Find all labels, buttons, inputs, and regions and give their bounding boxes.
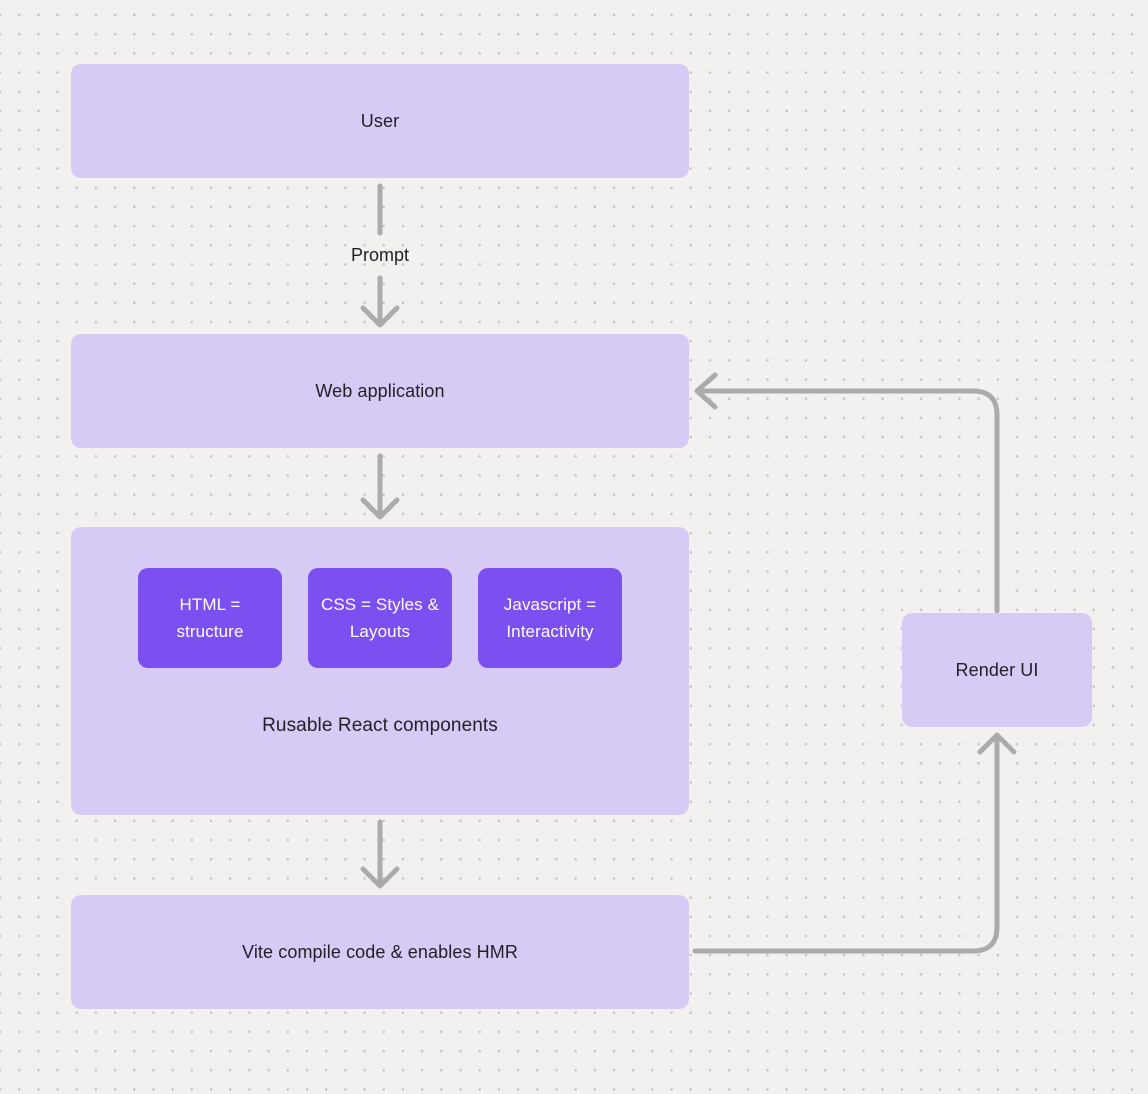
node-render-ui-label: Render UI — [955, 659, 1039, 680]
arrowhead-down-vite-icon — [360, 866, 400, 889]
chip-html-label: HTML = structure — [176, 595, 244, 641]
edge-label-prompt: Prompt — [350, 245, 410, 265]
node-user-label: User — [360, 110, 400, 131]
node-web-application-label: Web application — [315, 380, 445, 401]
arrowhead-down-webapp-icon — [360, 305, 400, 328]
components-group-caption: Rusable React components — [262, 715, 498, 736]
edge-renderui-to-webapp — [698, 388, 1000, 614]
arrowhead-left-webapp-icon — [694, 372, 718, 410]
components-chip-row: HTML = structure CSS = Styles & Layouts … — [138, 568, 622, 668]
chip-javascript[interactable]: Javascript = Interactivity — [478, 568, 622, 668]
node-render-ui[interactable]: Render UI — [902, 613, 1092, 727]
node-components-group[interactable]: HTML = structure CSS = Styles & Layouts … — [71, 527, 689, 815]
chip-css-label: CSS = Styles & Layouts — [320, 595, 440, 641]
node-vite[interactable]: Vite compile code & enables HMR — [71, 895, 689, 1009]
chip-css[interactable]: CSS = Styles & Layouts — [308, 568, 452, 668]
arrowhead-up-renderui-icon — [977, 732, 1017, 755]
node-web-application[interactable]: Web application — [71, 334, 689, 448]
arrowhead-down-components-icon — [360, 497, 400, 520]
node-user[interactable]: User — [71, 64, 689, 178]
chip-javascript-label: Javascript = Interactivity — [503, 595, 597, 641]
edge-vite-to-renderui — [692, 735, 1000, 954]
node-vite-label: Vite compile code & enables HMR — [242, 941, 518, 962]
chip-html[interactable]: HTML = structure — [138, 568, 282, 668]
